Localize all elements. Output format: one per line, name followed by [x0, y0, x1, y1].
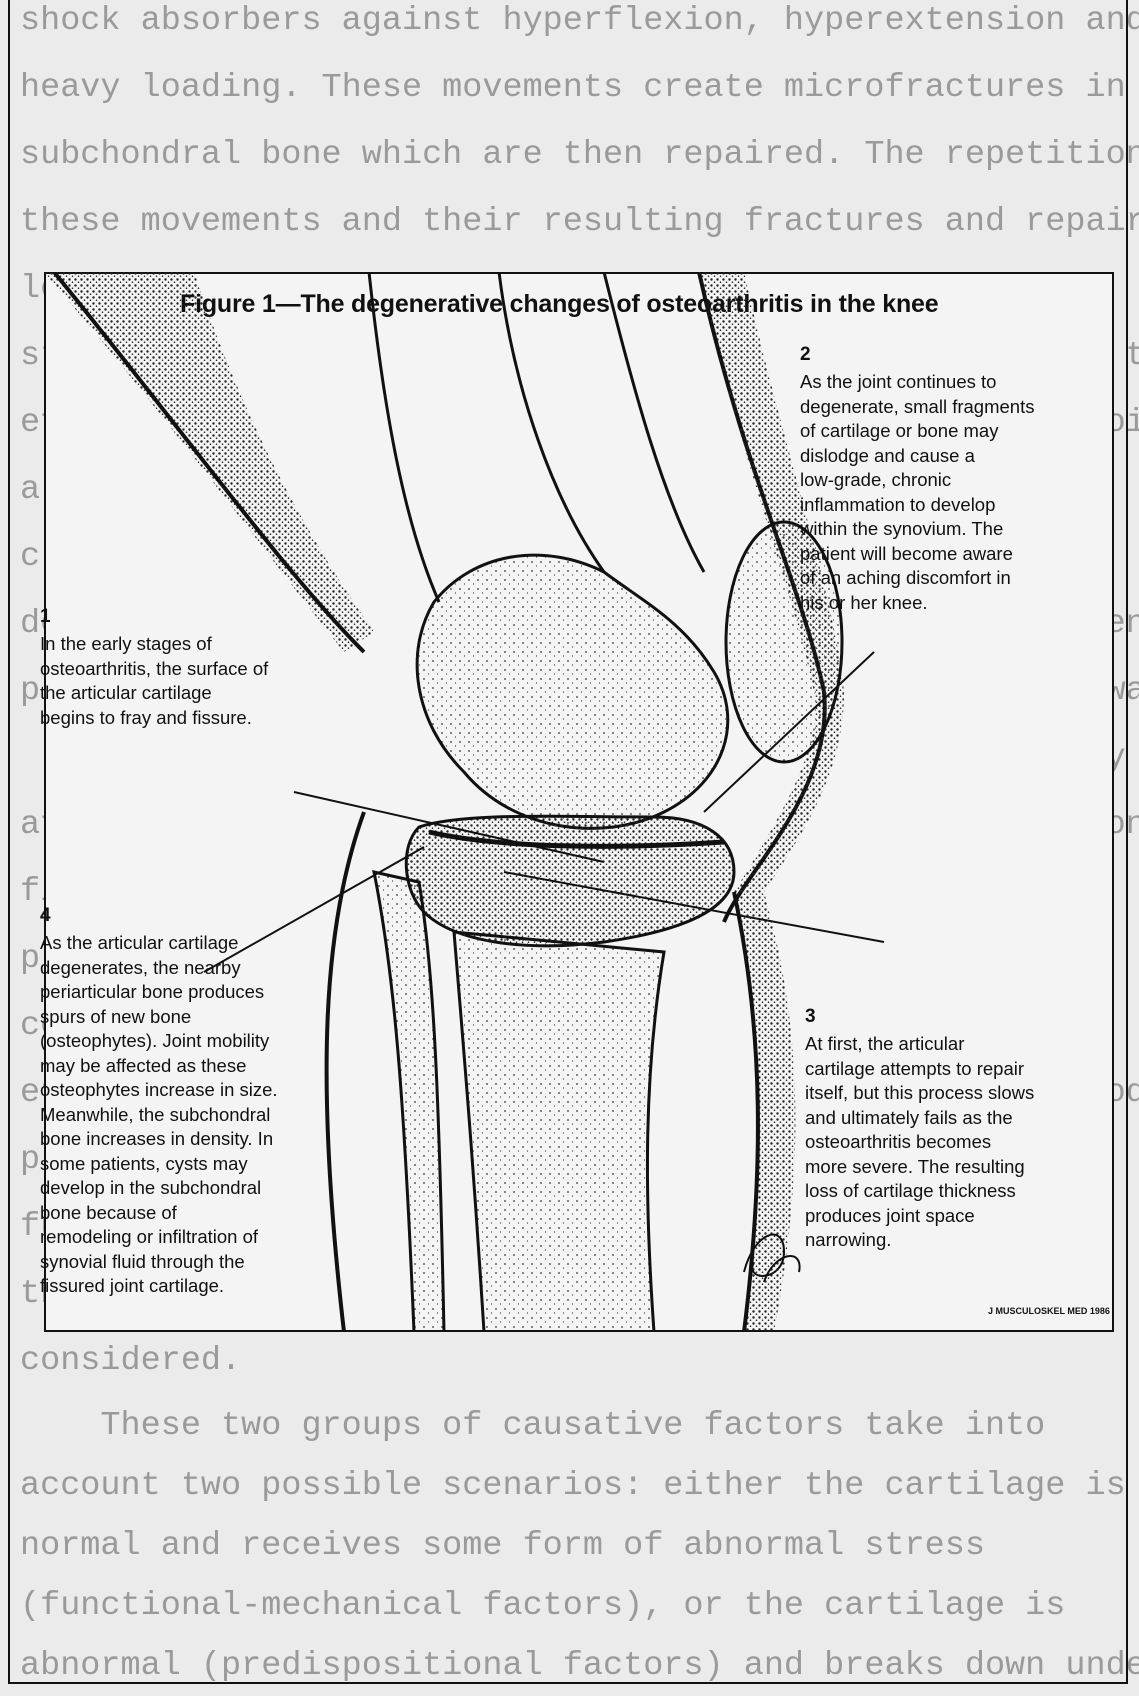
callout-3-number: 3	[805, 1006, 1060, 1028]
callout-line: within the synovium. The	[800, 518, 1003, 539]
callout-line: osteophytes increase in size.	[40, 1079, 278, 1100]
callout-line: dislodge and cause a	[800, 445, 975, 466]
callout-line: periarticular bone produces	[40, 981, 264, 1002]
callout-line: narrowing.	[805, 1229, 891, 1250]
callout-line: patient will become aware	[800, 543, 1013, 564]
callout-4-number: 4	[40, 905, 290, 927]
callout-line: the articular cartilage	[40, 682, 212, 703]
callout-2: 2 As the joint continues to degenerate, s…	[800, 344, 1035, 615]
callout-line: begins to fray and fissure.	[40, 707, 252, 728]
callout-line: his or her knee.	[800, 592, 928, 613]
callout-line: of an aching discomfort in	[800, 567, 1011, 588]
callout-3-text: At first, the articular cartilage attempt…	[805, 1032, 1060, 1253]
callout-1-text: In the early stages of osteoarthritis, th…	[40, 632, 270, 730]
fibula	[374, 872, 444, 1332]
callout-line: and ultimately fails as the	[805, 1107, 1013, 1128]
callout-line: inflammation to develop	[800, 494, 995, 515]
callout-4-text: As the articular cartilage degenerates, t…	[40, 931, 290, 1299]
callout-4: 4 As the articular cartilage degenerates,…	[40, 905, 290, 1299]
callout-line: Meanwhile, the subchondral	[40, 1104, 270, 1125]
callout-line: develop in the subchondral	[40, 1177, 261, 1198]
callout-line: low-grade, chronic	[800, 469, 951, 490]
callout-line: of cartilage or bone may	[800, 420, 998, 441]
callout-line: synovial fluid through the	[40, 1251, 245, 1272]
callout-line: fissured joint cartilage.	[40, 1275, 224, 1296]
callout-line: osteoarthritis becomes	[805, 1131, 991, 1152]
callout-line: degenerate, small fragments	[800, 396, 1034, 417]
callout-1: 1 In the early stages of osteoarthritis, …	[40, 606, 270, 730]
figure-credit: J MUSCULOSKEL MED 1986	[988, 1306, 1110, 1316]
callout-line: bone because of	[40, 1202, 177, 1223]
callout-line: As the articular cartilage	[40, 932, 238, 953]
callout-line: (osteophytes). Joint mobility	[40, 1030, 269, 1051]
callout-line: itself, but this process slows	[805, 1082, 1034, 1103]
thigh-left-shading	[44, 272, 374, 652]
callout-line: more severe. The resulting	[805, 1156, 1025, 1177]
callout-line: spurs of new bone	[40, 1006, 191, 1027]
callout-line: some patients, cysts may	[40, 1153, 248, 1174]
callout-line: remodeling or infiltration of	[40, 1226, 258, 1247]
callout-line: osteoarthritis, the surface of	[40, 658, 268, 679]
callout-line: As the joint continues to	[800, 371, 996, 392]
tibia-shaft	[454, 932, 664, 1332]
callout-line: bone increases in density. In	[40, 1128, 273, 1149]
callout-line: cartilage attempts to repair	[805, 1058, 1024, 1079]
callout-line: degenerates, the nearby	[40, 957, 241, 978]
callout-line: At first, the articular	[805, 1033, 964, 1054]
figure-title: Figure 1—The degenerative changes of ost…	[180, 290, 938, 319]
callout-line: In the early stages of	[40, 633, 212, 654]
callout-line: loss of cartilage thickness	[805, 1180, 1016, 1201]
callout-line: produces joint space	[805, 1205, 975, 1226]
callout-3: 3 At first, the articular cartilage attem…	[805, 1006, 1060, 1253]
calf-right-shading	[734, 892, 795, 1332]
callout-1-number: 1	[40, 606, 270, 628]
callout-line: may be affected as these	[40, 1055, 246, 1076]
callout-2-text: As the joint continues to degenerate, sma…	[800, 370, 1035, 615]
callout-2-number: 2	[800, 344, 1035, 366]
femoral-condyle	[417, 555, 728, 828]
